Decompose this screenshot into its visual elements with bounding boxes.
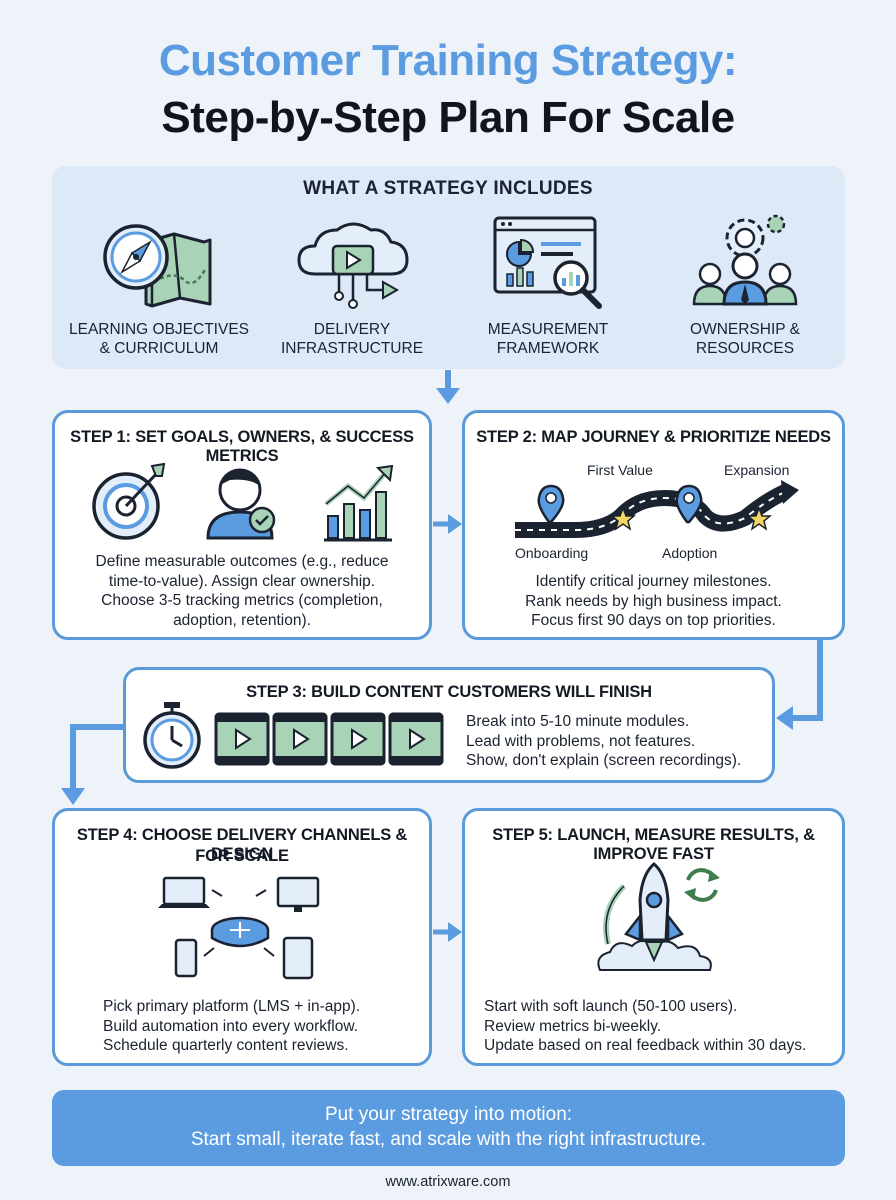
step-4-title-line2: FOR SCALE: [195, 847, 289, 865]
video-module-icon: [272, 712, 328, 766]
step-5-title: STEP 5: LAUNCH, MEASURE RESULTS, & IMPRO…: [492, 826, 815, 863]
video-module-icon: [214, 712, 270, 766]
include-label-objectives: LEARNING OBJECTIVES & CURRICULUM: [68, 321, 249, 357]
person-award-icon: [206, 468, 276, 540]
step-3-title: STEP 3: BUILD CONTENT CUSTOMERS WILL FIN…: [246, 683, 652, 701]
stopwatch-icon: [143, 702, 201, 769]
hub-icon: [210, 916, 270, 948]
video-module-icon: [330, 712, 386, 766]
footer-url[interactable]: www.atrixware.com: [385, 1174, 511, 1190]
tablet-icon: [282, 936, 314, 980]
monitor-icon: [276, 876, 320, 912]
target-icon: [92, 462, 166, 540]
dashboard-magnifier-icon: [493, 216, 602, 309]
team-gears-icon: [692, 214, 798, 306]
map-pin-icon: [675, 484, 703, 524]
step-2-body: Identify critical journey milestones. Ra…: [525, 573, 782, 629]
star-icon: [745, 505, 773, 531]
video-module-icon: [388, 712, 444, 766]
include-label-measurement: MEASUREMENT FRAMEWORK: [487, 321, 609, 357]
phone-icon: [174, 938, 198, 978]
include-label-ownership: OWNERSHIP & RESOURCES: [690, 321, 800, 357]
journey-label-onboarding: Onboarding: [515, 545, 589, 561]
journey-label-first-value: First Value: [587, 462, 653, 478]
cta-banner: Put your strategy into motion: Start sma…: [52, 1090, 845, 1166]
step-1-body: Define measurable outcomes (e.g., reduce…: [95, 553, 389, 629]
include-label-infrastructure: DELIVERY INFRASTRUCTURE: [280, 321, 424, 357]
arrow-left-icon: [776, 706, 793, 730]
step-1-icons: [92, 462, 394, 542]
map-pin-icon: [537, 484, 565, 524]
journey-label-expansion: Expansion: [724, 462, 790, 478]
step-2-title: STEP 2: MAP JOURNEY & PRIORITIZE NEEDS: [476, 428, 831, 446]
journey-road: [515, 480, 799, 538]
include-item-infrastructure: DELIVERY INFRASTRUCTURE: [257, 212, 447, 358]
step-4-icons: [158, 876, 320, 980]
step-3-icons: [143, 702, 444, 769]
arrow-right-icon: [448, 922, 462, 942]
rocket-launch-icon: [597, 862, 720, 971]
include-item-objectives: LEARNING OBJECTIVES & CURRICULUM: [64, 212, 254, 358]
step-4-body: Pick primary platform (LMS + in-app). Bu…: [103, 998, 361, 1054]
arrow-down-icon: [61, 788, 85, 805]
road-arrow-icon: [781, 480, 799, 504]
step-4-title-line1: STEP 4: CHOOSE DELIVERY CHANNELS & DESIG…: [76, 826, 408, 863]
star-icon: [609, 505, 637, 531]
growth-chart-icon: [324, 464, 394, 542]
includes-heading: WHAT A STRATEGY INCLUDES: [303, 178, 593, 199]
arrow-right-icon: [448, 514, 462, 534]
compass-map-icon: [103, 224, 212, 308]
step-1-title: STEP 1: SET GOALS, OWNERS, & SUCCESS MET…: [70, 428, 414, 465]
include-item-ownership: OWNERSHIP & RESOURCES: [650, 212, 840, 358]
laptop-icon: [158, 876, 210, 908]
step-3-body: Break into 5-10 minute modules. Lead wit…: [466, 713, 742, 769]
page-title-line1: Customer Training Strategy:: [158, 36, 738, 85]
step-5-body: Start with soft launch (50-100 users). R…: [484, 998, 807, 1054]
arrow-down-icon: [436, 388, 460, 404]
include-item-measurement: MEASUREMENT FRAMEWORK: [453, 212, 643, 358]
refresh-icon: [684, 868, 720, 902]
journey-label-adoption: Adoption: [662, 545, 718, 561]
cloud-video-icon: [297, 222, 409, 309]
page-title-line2: Step-by-Step Plan For Scale: [161, 93, 735, 142]
